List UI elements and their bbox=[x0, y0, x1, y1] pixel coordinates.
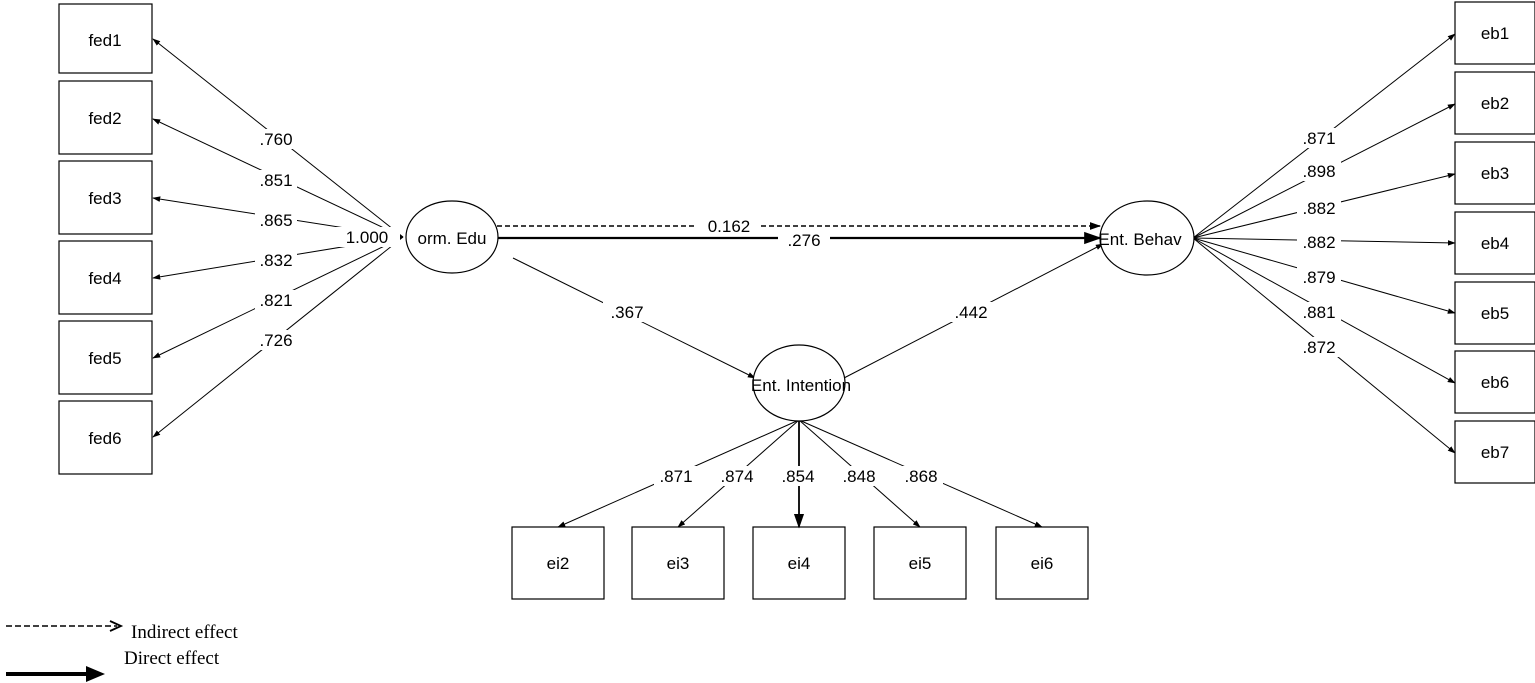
fed5-box bbox=[58, 320, 153, 395]
ei3-loading: .874 bbox=[720, 467, 753, 486]
eb5-loading: .879 bbox=[1302, 268, 1335, 287]
ei6-loading: .868 bbox=[904, 467, 937, 486]
fed4-label: fed4 bbox=[88, 269, 121, 288]
eb1-box bbox=[1454, 1, 1535, 65]
fed1-loading: .760 bbox=[259, 130, 292, 149]
eb-indicator-boxes: eb1 eb2 eb3 eb4 eb5 eb6 eb7 bbox=[1454, 1, 1535, 484]
ei6-box bbox=[995, 526, 1089, 600]
legend-dashed-arrowhead bbox=[109, 620, 124, 632]
fed4-loading: .832 bbox=[259, 251, 292, 270]
legend-solid-arrowhead bbox=[86, 666, 105, 682]
legend-indirect-label: Indirect effect bbox=[131, 622, 238, 643]
legend: Indirect effect Direct effect bbox=[6, 620, 238, 682]
ent-intention-latent bbox=[752, 344, 846, 422]
eb6-label: eb6 bbox=[1481, 373, 1509, 392]
ei5-label: ei5 bbox=[909, 554, 932, 573]
eb3-loading: .882 bbox=[1302, 199, 1335, 218]
ei6-label: ei6 bbox=[1031, 554, 1054, 573]
fed4-box bbox=[58, 240, 153, 315]
fed2-loading: .851 bbox=[259, 171, 292, 190]
ei2-label: ei2 bbox=[547, 554, 570, 573]
fed1-label: fed1 bbox=[88, 31, 121, 50]
eb3-box bbox=[1454, 141, 1535, 205]
ei4-box bbox=[752, 526, 846, 600]
fed5-loading: .821 bbox=[259, 291, 292, 310]
fed5-label: fed5 bbox=[88, 349, 121, 368]
ei4-loading: .854 bbox=[781, 467, 814, 486]
ei2-loading: .871 bbox=[659, 467, 692, 486]
structural-path-labels: 0.162 .276 .367 .442 bbox=[603, 216, 995, 322]
fed1-box bbox=[58, 3, 153, 74]
formal-edu-label: orm. Edu bbox=[418, 229, 487, 248]
eb2-box bbox=[1454, 71, 1535, 135]
fed-variance: 1.000 bbox=[346, 228, 389, 247]
fed2-box bbox=[58, 80, 153, 155]
eb4-label: eb4 bbox=[1481, 234, 1509, 253]
edu-intention-value: .367 bbox=[610, 303, 643, 322]
fed6-loading: .726 bbox=[259, 331, 292, 350]
eb7-loading: .872 bbox=[1302, 338, 1335, 357]
ei3-label: ei3 bbox=[667, 554, 690, 573]
fed3-loading: .865 bbox=[259, 211, 292, 230]
ei-indicator-boxes: ei2 ei3 ei4 ei5 ei6 bbox=[511, 526, 1089, 600]
formal-edu-latent bbox=[405, 200, 499, 274]
eb5-label: eb5 bbox=[1481, 304, 1509, 323]
eb6-loading: .881 bbox=[1302, 303, 1335, 322]
fed-indicator-boxes: fed1 fed2 fed3 fed4 fed5 fed6 bbox=[58, 3, 153, 475]
ent-intention-label: Ent. Intention bbox=[751, 376, 851, 395]
ei5-loading: .848 bbox=[842, 467, 875, 486]
ent-behavior-label: Ent. Behav bbox=[1098, 230, 1182, 249]
eb4-loading: .882 bbox=[1302, 233, 1335, 252]
eb1-loading: .871 bbox=[1302, 129, 1335, 148]
fed2-label: fed2 bbox=[88, 109, 121, 128]
eb7-label: eb7 bbox=[1481, 443, 1509, 462]
ei3-box bbox=[631, 526, 725, 600]
direct-effect-value: .276 bbox=[787, 231, 820, 250]
eb7-box bbox=[1454, 420, 1535, 484]
ent-behavior-latent bbox=[1099, 200, 1195, 276]
fed3-box bbox=[58, 160, 153, 235]
ei4-label: ei4 bbox=[788, 554, 811, 573]
fed6-box bbox=[58, 400, 153, 475]
eb2-loading: .898 bbox=[1302, 162, 1335, 181]
eb1-label: eb1 bbox=[1481, 24, 1509, 43]
indirect-effect-value: 0.162 bbox=[708, 217, 751, 236]
eb6-box bbox=[1454, 350, 1535, 414]
fed6-label: fed6 bbox=[88, 429, 121, 448]
intention-behav-value: .442 bbox=[954, 303, 987, 322]
fed3-label: fed3 bbox=[88, 189, 121, 208]
eb3-label: eb3 bbox=[1481, 164, 1509, 183]
ei2-box bbox=[511, 526, 605, 600]
ei-loading-labels: .871 .874 .854 .848 .868 bbox=[654, 466, 943, 486]
ei5-box bbox=[873, 526, 967, 600]
eb2-label: eb2 bbox=[1481, 94, 1509, 113]
fed-loading-labels: .760 .851 .865 1.000 .832 .821 .726 bbox=[255, 129, 400, 350]
eb-loading-labels: .871 .898 .882 .882 .879 .881 .872 bbox=[1297, 128, 1341, 357]
legend-direct-label: Direct effect bbox=[124, 648, 220, 669]
